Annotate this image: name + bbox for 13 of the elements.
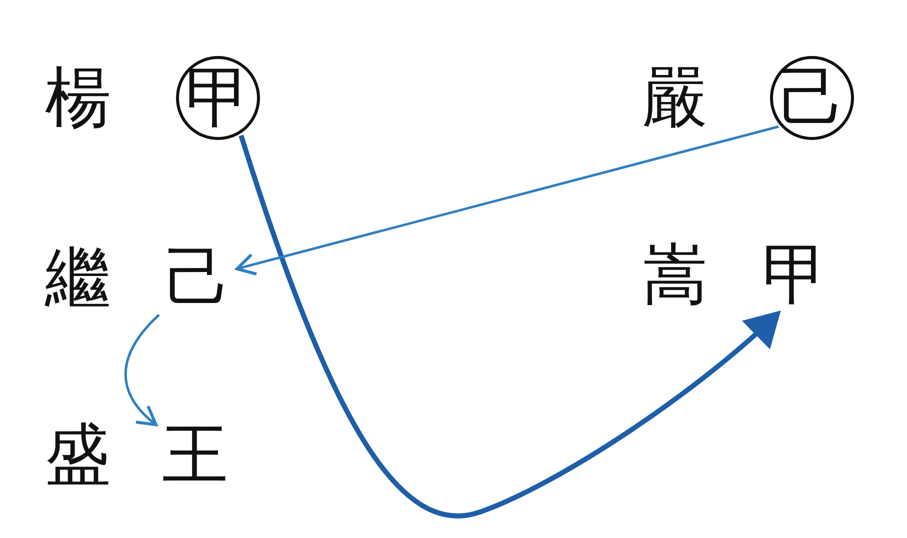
character: 己	[162, 242, 234, 314]
circled-character: 己	[770, 56, 854, 140]
character: 甲	[759, 239, 831, 311]
name-character: 繼	[45, 245, 111, 311]
circled-character: 甲	[176, 56, 260, 140]
name-character: 嵩	[642, 242, 708, 308]
arrow	[236, 125, 779, 276]
name-character: 楊	[45, 65, 111, 131]
character: 王	[159, 419, 231, 491]
name-character: 嚴	[642, 65, 708, 131]
name-character: 盛	[45, 422, 111, 488]
arrow	[124, 314, 160, 426]
arrow	[238, 134, 781, 518]
